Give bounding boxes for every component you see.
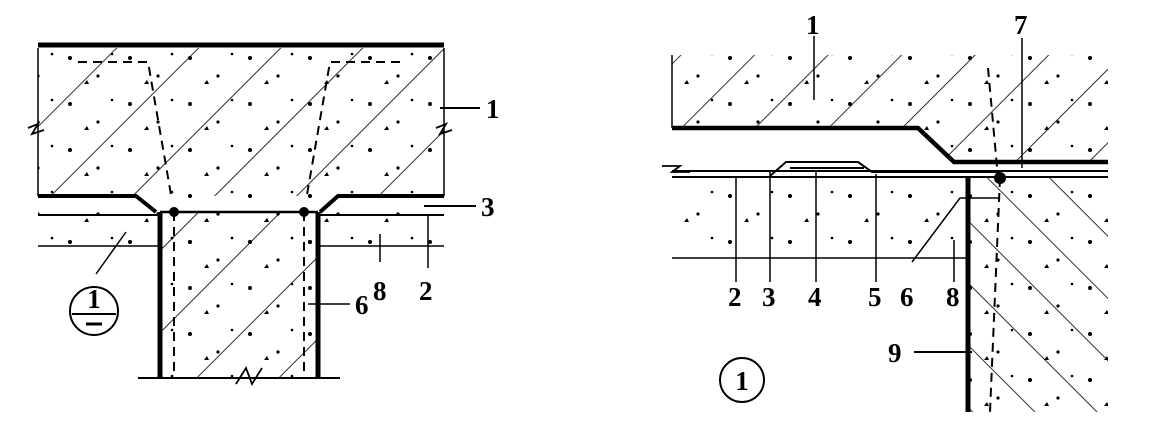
right-callout-4: 4 [808,282,822,312]
left-detail: 1 3 8 2 6 1 [27,42,500,387]
right-section-number: 1 [735,366,749,396]
right-callout-7: 7 [1014,10,1028,40]
right-callout-1: 1 [806,10,820,40]
right-callout-6: 6 [900,282,914,312]
left-break-mark-right [435,122,453,136]
left-callout-8: 8 [373,276,387,306]
right-upper-slab-aggregate [672,55,1108,162]
left-leader-section [95,231,127,275]
left-rebar-dashed-a [78,61,175,213]
right-callout-5: 5 [868,282,882,312]
left-section-number: 1 [87,284,101,314]
left-callout-1: 1 [486,94,500,124]
right-column-aggregate [968,178,1108,412]
left-membrane-left [38,194,158,214]
left-membrane-right [318,194,444,214]
left-callout-3: 3 [481,192,495,222]
left-joint-dot-b [299,207,309,217]
right-slab-underside [672,125,1108,165]
left-section-mark: 1 [69,284,119,336]
left-upper-slab-aggregate [38,48,444,196]
left-break-mark-left [27,122,45,136]
left-rebar-dashed-b [303,61,400,213]
right-callout-2: 2 [728,282,742,312]
left-callout-6: 6 [355,290,369,320]
right-section-mark: 1 [719,357,765,403]
right-lower-board-aggregate [672,178,966,258]
left-section-circle [69,286,119,336]
right-section-circle [719,357,765,403]
left-callout-2: 2 [419,276,433,306]
right-leader-6 [911,197,1000,263]
left-column-aggregate [160,212,318,378]
right-joint-dot [994,172,1006,184]
right-callout-8: 8 [946,282,960,312]
left-column-break-mark [235,365,263,387]
left-joint-dot-a [169,207,179,217]
right-callout-3: 3 [762,282,776,312]
right-callout-9: 9 [888,338,902,368]
right-rebar-dashed-slab [987,67,999,179]
right-overlap-membrane [769,161,1000,177]
right-column-rebar [989,177,1001,413]
right-detail: 1 7 2 3 4 5 6 8 9 1 [662,10,1108,413]
